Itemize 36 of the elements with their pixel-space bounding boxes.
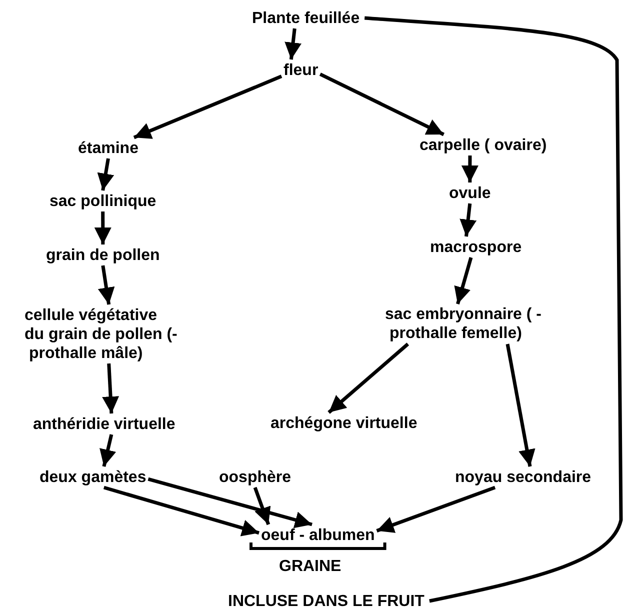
arrow — [376, 486, 496, 533]
node-label: macrospore — [428, 236, 524, 258]
arrow — [253, 486, 271, 526]
arrow — [103, 486, 260, 536]
arrow — [133, 74, 282, 140]
arrow — [148, 477, 312, 528]
node-label: grain de pollen — [44, 244, 162, 266]
node-label: cellule végétative du grain de pollen (- prothalle mâle) — [22, 304, 180, 364]
arrow — [284, 28, 302, 60]
node-label: carpelle ( ovaire) — [418, 134, 549, 156]
arrow — [328, 342, 410, 414]
node-label: anthéridie virtuelle — [31, 414, 178, 434]
node-label: archégone virtuelle — [268, 412, 420, 434]
arrow — [97, 158, 114, 191]
arrow — [100, 434, 116, 467]
arrow — [461, 156, 478, 182]
node-label: noyau secondaire — [453, 466, 594, 488]
arrow — [454, 257, 473, 304]
arrow — [98, 265, 115, 305]
node-label: ovule — [447, 182, 493, 204]
arrow — [460, 203, 477, 237]
arrow — [506, 344, 536, 467]
node-label: Plante feuillée — [250, 8, 362, 28]
arrow — [94, 212, 112, 244]
arrow — [319, 72, 444, 136]
node-label: fleur — [282, 60, 320, 80]
node-label: deux gamètes — [38, 466, 148, 488]
arrow — [102, 363, 120, 414]
node-label: oosphère — [217, 466, 294, 488]
seed-label: GRAINE — [278, 556, 342, 576]
node-label: sac pollinique — [48, 190, 158, 212]
node-label: étamine — [76, 138, 140, 158]
connector-line — [364, 16, 623, 603]
node-label: oeuf - albumen — [259, 524, 377, 546]
node-label: INCLUSE DANS LE FRUIT — [226, 590, 426, 611]
node-label: sac embryonnaire ( - prothalle femelle) — [383, 304, 549, 344]
